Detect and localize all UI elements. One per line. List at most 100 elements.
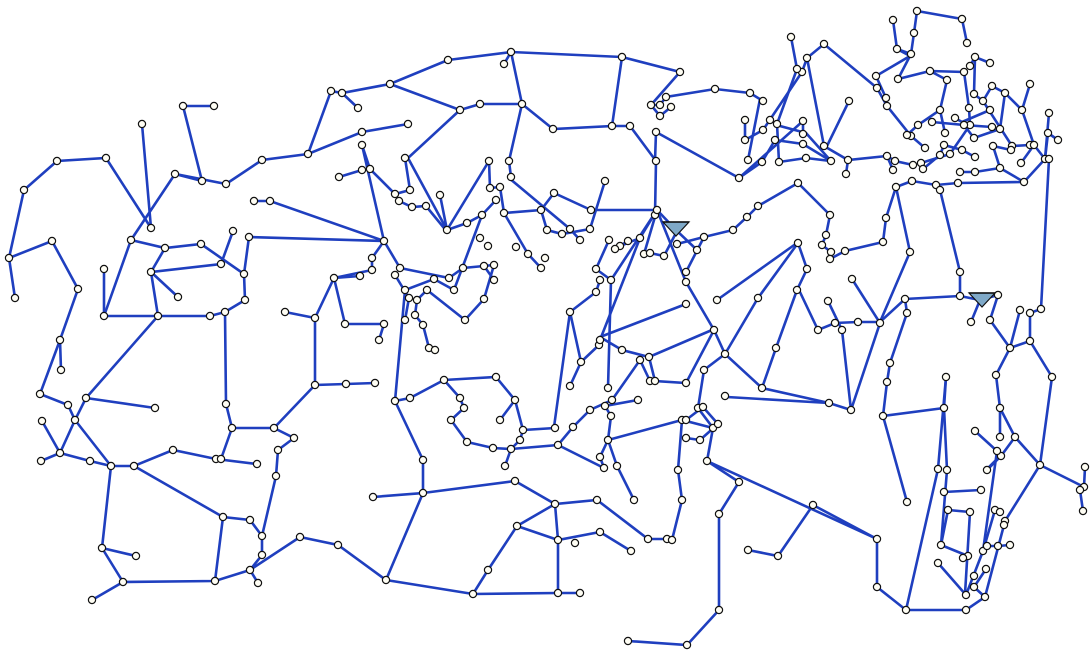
- circle-node-icon: [1018, 106, 1025, 113]
- circle-node-icon: [174, 293, 181, 300]
- triangle-marker-icon: [969, 293, 995, 307]
- circle-node-icon: [490, 261, 497, 268]
- circle-node-icon: [430, 275, 437, 282]
- circle-node-icon: [674, 466, 681, 473]
- network-link: [554, 312, 570, 427]
- circle-node-icon: [965, 104, 972, 111]
- circle-node-icon: [151, 404, 158, 411]
- network-link: [960, 168, 1000, 172]
- circle-node-icon: [147, 268, 154, 275]
- circle-node-icon: [883, 378, 890, 385]
- circle-node-icon: [696, 436, 703, 443]
- circle-node-icon: [963, 39, 970, 46]
- circle-node-icon: [401, 286, 408, 293]
- circle-node-icon: [507, 173, 514, 180]
- circle-node-icon: [854, 318, 861, 325]
- circle-node-icon: [967, 318, 974, 325]
- circle-node-icon: [913, 7, 920, 14]
- circle-node-icon: [443, 226, 450, 233]
- circle-node-icon: [636, 356, 643, 363]
- circle-node-icon: [604, 436, 611, 443]
- circle-node-icon: [500, 209, 507, 216]
- circle-node-icon: [1081, 463, 1088, 470]
- circle-node-icon: [311, 314, 318, 321]
- circle-node-icon: [554, 441, 561, 448]
- network-link: [717, 243, 797, 300]
- circle-node-icon: [161, 244, 168, 251]
- circle-node-icon: [436, 191, 443, 198]
- circle-node-icon: [132, 552, 139, 559]
- circle-node-icon: [802, 154, 809, 161]
- circle-node-icon: [754, 294, 761, 301]
- circle-node-icon: [480, 295, 487, 302]
- network-link: [762, 279, 880, 410]
- circle-node-icon: [549, 125, 556, 132]
- circle-node-icon: [119, 578, 126, 585]
- circle-node-icon: [668, 536, 675, 543]
- circle-node-icon: [524, 250, 531, 257]
- circle-node-icon: [682, 278, 689, 285]
- circle-node-icon: [1079, 507, 1086, 514]
- network-link: [515, 400, 555, 430]
- circle-node-icon: [891, 157, 898, 164]
- circle-node-icon: [921, 144, 928, 151]
- circle-node-icon: [951, 114, 958, 121]
- network-link: [698, 354, 906, 610]
- circle-node-icon: [656, 101, 663, 108]
- circle-node-icon: [989, 142, 996, 149]
- circle-node-icon: [842, 170, 849, 177]
- network-link: [244, 145, 410, 274]
- circle-node-icon: [956, 268, 963, 275]
- circle-node-icon: [258, 532, 265, 539]
- circle-node-icon: [944, 506, 951, 513]
- circle-node-icon: [613, 462, 620, 469]
- circle-node-icon: [419, 321, 426, 328]
- circle-node-icon: [794, 179, 801, 186]
- circle-node-icon: [825, 399, 832, 406]
- circle-node-icon: [11, 294, 18, 301]
- circle-node-icon: [100, 265, 107, 272]
- circle-node-icon: [943, 466, 950, 473]
- circle-node-icon: [936, 151, 943, 158]
- circle-node-icon: [369, 493, 376, 500]
- network-link: [517, 526, 631, 551]
- circle-node-icon: [630, 496, 637, 503]
- circle-node-icon: [444, 56, 451, 63]
- circle-node-icon: [889, 166, 896, 173]
- circle-node-icon: [210, 102, 217, 109]
- circle-node-icon: [541, 254, 548, 261]
- circle-node-icon: [824, 297, 831, 304]
- network-link: [386, 493, 555, 594]
- network-link: [600, 210, 657, 340]
- circle-node-icon: [431, 346, 438, 353]
- circle-node-icon: [1026, 337, 1033, 344]
- circle-node-icon: [138, 120, 145, 127]
- network-link: [250, 537, 386, 580]
- circle-node-icon: [406, 186, 413, 193]
- network-link: [9, 241, 78, 370]
- circle-node-icon: [1037, 305, 1044, 312]
- circle-node-icon: [229, 227, 236, 234]
- circle-node-icon: [934, 559, 941, 566]
- circle-node-icon: [651, 377, 658, 384]
- network-link: [883, 416, 907, 502]
- circle-node-icon: [480, 262, 487, 269]
- circle-node-icon: [956, 168, 963, 175]
- network-link: [672, 420, 682, 540]
- circle-node-icon: [380, 320, 387, 327]
- circle-node-icon: [966, 62, 973, 69]
- network-link: [9, 190, 24, 298]
- circle-node-icon: [460, 404, 467, 411]
- circle-node-icon: [682, 379, 689, 386]
- circle-node-icon: [803, 265, 810, 272]
- circle-node-icon: [618, 53, 625, 60]
- circle-node-icon: [516, 436, 523, 443]
- circle-node-icon: [845, 97, 852, 104]
- circle-node-icon: [371, 379, 378, 386]
- circle-node-icon: [1006, 541, 1013, 548]
- circle-node-icon: [934, 465, 941, 472]
- circle-node-icon: [246, 566, 253, 573]
- circle-node-icon: [673, 240, 680, 247]
- circle-node-icon: [608, 396, 615, 403]
